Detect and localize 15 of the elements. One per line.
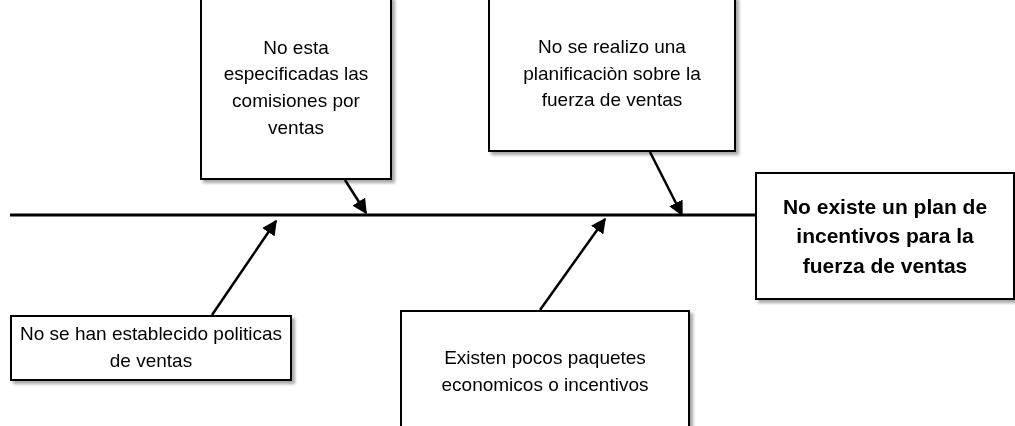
cause-box [200,0,392,180]
arrow [539,217,606,311]
effect-text: No existe un plan de incentivos para la fuerza de ventas [781,193,989,279]
cause-box [488,0,736,152]
cause-text: No se realizo una planificaciòn sobre la fuerza de ventas [522,35,702,113]
arrow [210,219,278,316]
cause-text: No se han establecido politicas de ventas [20,322,282,373]
arrow [648,151,684,217]
arrow [343,179,368,215]
cause-text: No esta especificadas las comisiones por ventas [222,35,370,140]
effect-box [755,172,1015,300]
cause-box [10,315,292,381]
spine-line [10,213,755,217]
cause-text: Existen pocos paquetes economicos o incentivos [440,346,650,397]
cause-box [400,310,690,426]
